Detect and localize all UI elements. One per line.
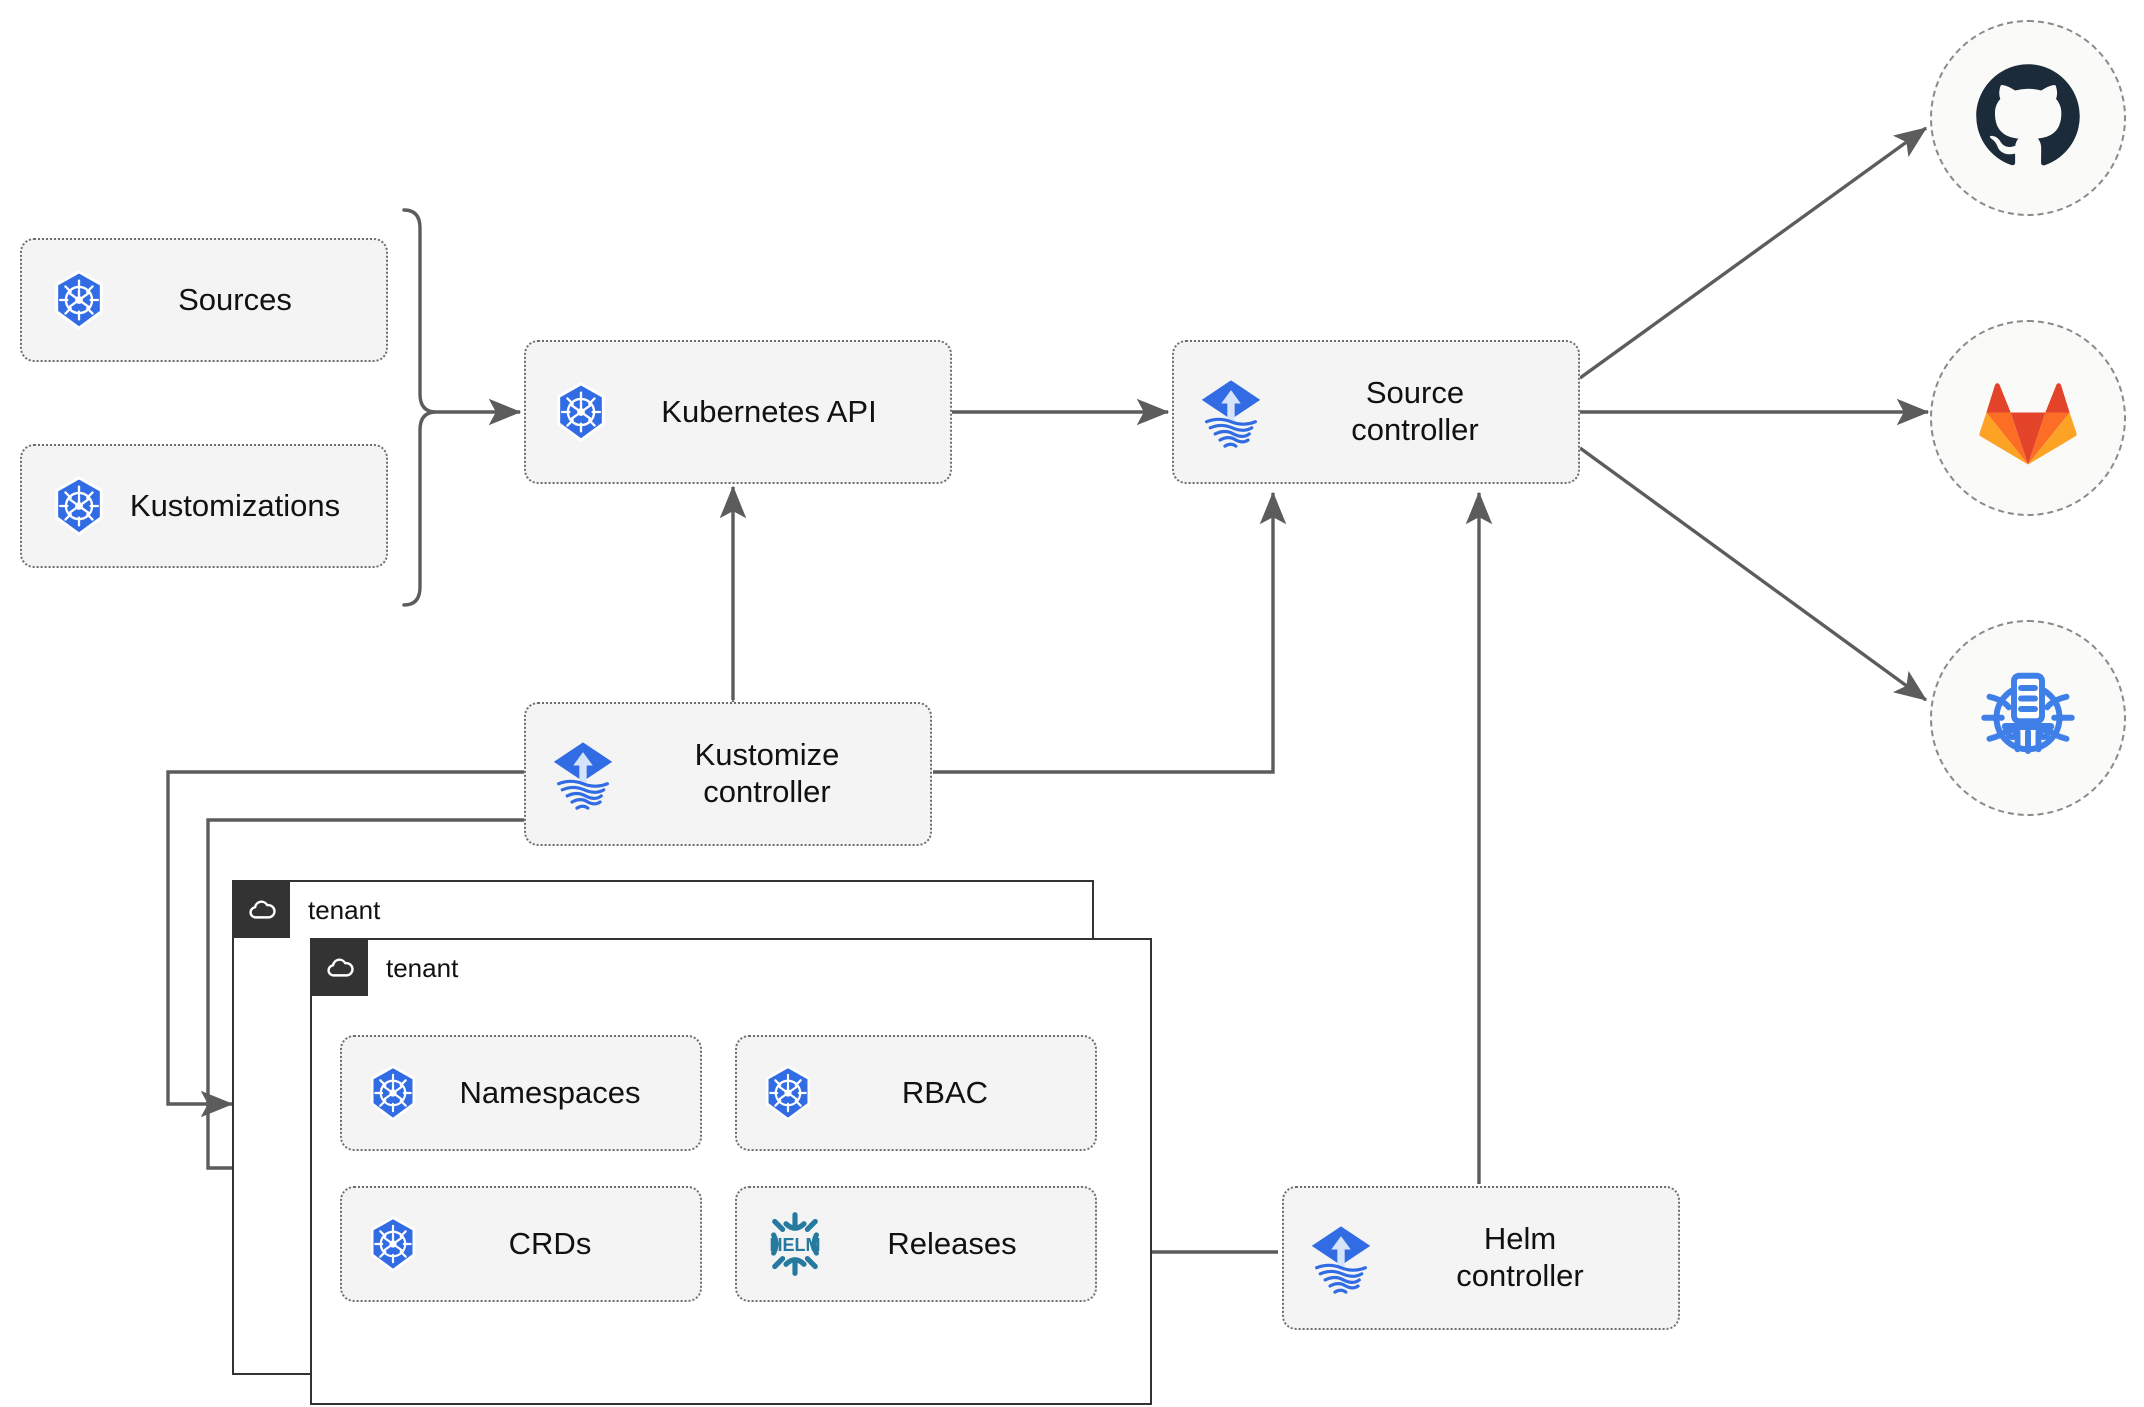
card-kustomizations[interactable]: Kustomizations: [20, 444, 388, 568]
kubernetes-icon: [364, 1064, 422, 1122]
svg-text:HELM: HELM: [770, 1235, 821, 1255]
card-label: Source controller: [1351, 375, 1479, 447]
card-label: Kustomizations: [129, 487, 341, 523]
kubernetes-icon: [48, 475, 110, 537]
card-rbac[interactable]: RBAC: [735, 1035, 1097, 1151]
cloud-icon: [312, 940, 368, 996]
tenant-label-1: tenant: [308, 894, 381, 925]
kubernetes-icon: [364, 1215, 422, 1273]
kubernetes-icon: [48, 269, 110, 331]
card-label: Kustomize controller: [694, 737, 840, 809]
card-helm-controller[interactable]: Helm controller: [1282, 1186, 1680, 1330]
flux-icon: [1192, 373, 1270, 451]
flux-icon: [544, 735, 622, 813]
card-crds[interactable]: CRDs: [340, 1186, 702, 1302]
helm-repository-icon: [1972, 660, 2084, 777]
card-label: Kubernetes API: [661, 393, 877, 429]
card-releases[interactable]: HELM Releases: [735, 1186, 1097, 1302]
kubernetes-icon: [759, 1064, 817, 1122]
card-source-controller[interactable]: Source controller: [1172, 340, 1580, 484]
tenant-header-1: tenant: [234, 882, 380, 938]
flux-icon: [1302, 1219, 1380, 1297]
helm-icon: HELM: [759, 1208, 831, 1280]
card-label: Namespaces: [459, 1074, 641, 1110]
provider-github[interactable]: [1930, 20, 2126, 216]
tenant-header-2: tenant: [312, 940, 458, 996]
provider-helm-repository[interactable]: [1930, 620, 2126, 816]
card-label: Releases: [887, 1225, 1017, 1261]
cloud-icon: [234, 882, 290, 938]
card-label: RBAC: [901, 1074, 989, 1110]
card-kustomize-controller[interactable]: Kustomize controller: [524, 702, 932, 846]
kubernetes-icon: [550, 381, 612, 443]
card-label: Helm controller: [1456, 1221, 1584, 1293]
card-label: CRDs: [508, 1225, 592, 1261]
provider-gitlab[interactable]: [1930, 320, 2126, 516]
gitlab-icon: [1972, 364, 2084, 473]
card-namespaces[interactable]: Namespaces: [340, 1035, 702, 1151]
card-label: Sources: [178, 281, 292, 317]
tenant-container-2[interactable]: tenant: [310, 938, 1152, 1405]
github-icon: [1974, 62, 2082, 175]
tenant-label-2: tenant: [386, 952, 459, 983]
card-sources[interactable]: Sources: [20, 238, 388, 362]
card-kubernetes-api[interactable]: Kubernetes API: [524, 340, 952, 484]
